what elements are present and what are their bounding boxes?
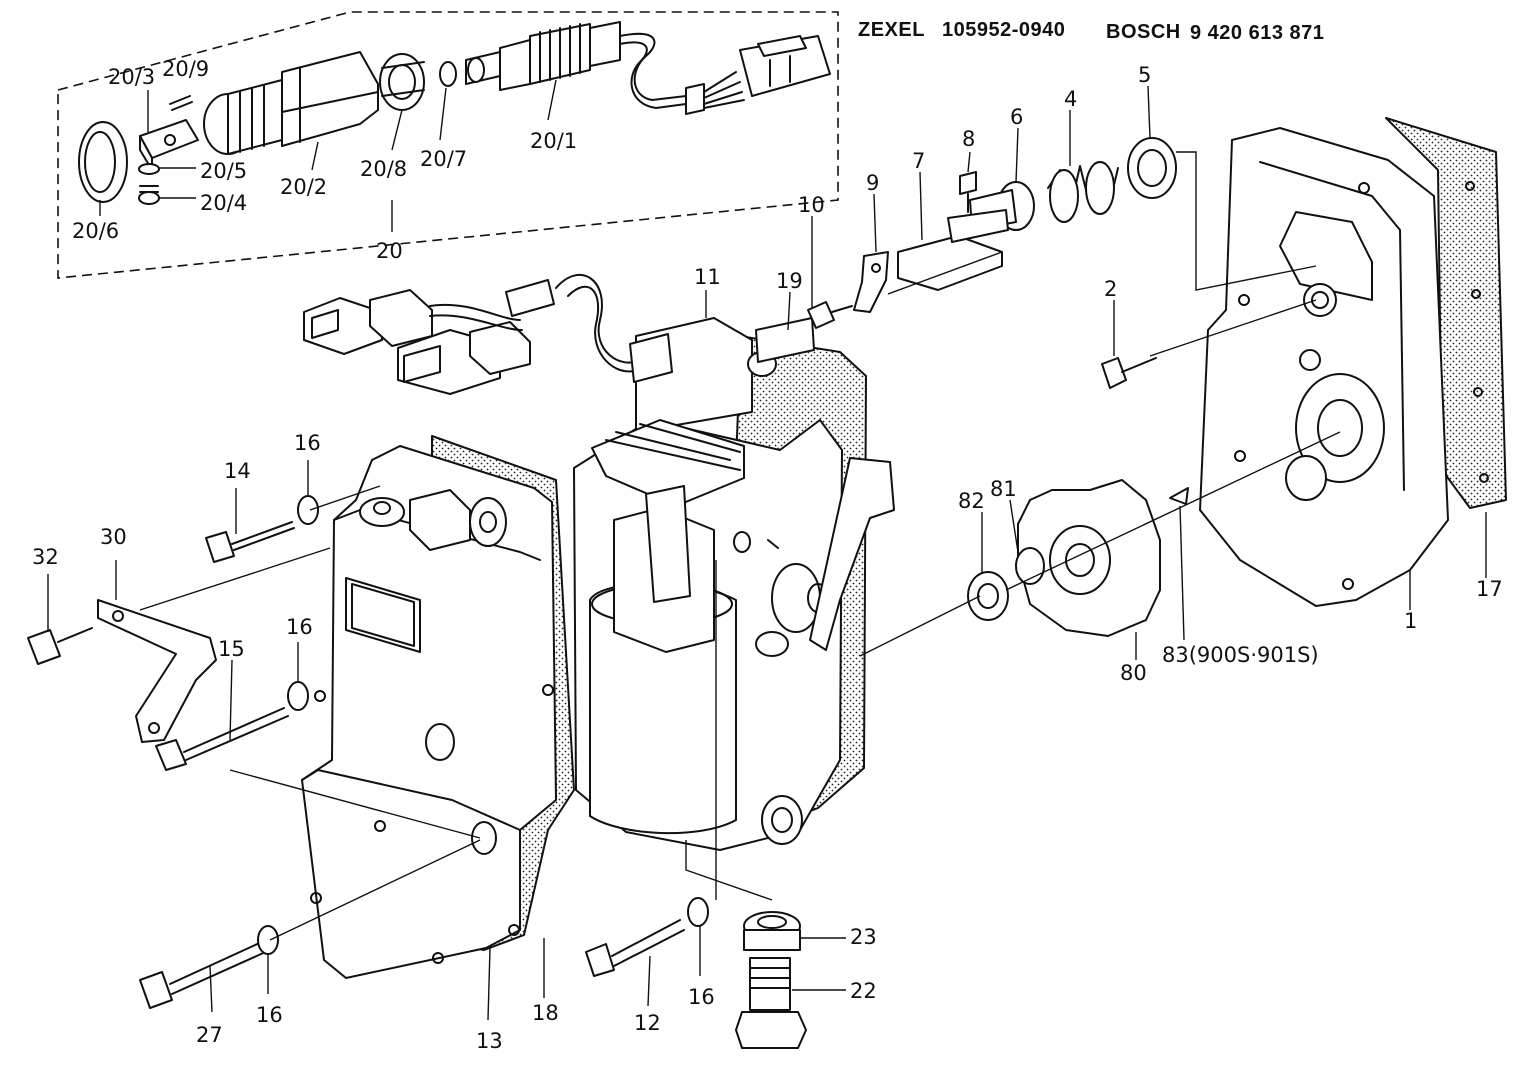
- zexel-label: ZEXEL: [858, 19, 925, 41]
- zexel-part-number: 105952-0940: [942, 19, 1065, 41]
- label-80: 80: [1120, 661, 1147, 685]
- connector-harness-11: [303, 274, 673, 395]
- bracket-7: [897, 209, 1009, 291]
- label-81: 81: [990, 477, 1017, 501]
- label-20-3: 20/3: [108, 65, 155, 89]
- label-20-2: 20/2: [280, 175, 327, 199]
- assembly-lines: [139, 151, 1341, 941]
- bolt-8: [959, 171, 977, 213]
- plug-22: [735, 957, 807, 1049]
- label-7: 7: [912, 149, 925, 173]
- label-20-5: 20/5: [200, 159, 247, 183]
- label-27: 27: [196, 1023, 223, 1047]
- pin-20-9: [169, 95, 193, 111]
- sensor-assembly-boundary: [57, 11, 839, 279]
- label-9: 9: [866, 171, 879, 195]
- lever-9: [853, 251, 889, 313]
- label-20-9: 20/9: [162, 57, 209, 81]
- bosch-label: BOSCH: [1106, 21, 1181, 43]
- sensor-body-20-2: [203, 51, 379, 155]
- leader-lines: [47, 79, 1487, 1021]
- label-12: 12: [634, 1011, 661, 1035]
- label-20-7: 20/7: [420, 147, 467, 171]
- label-20-1: 20/1: [530, 129, 577, 153]
- washer-20-5: [138, 163, 160, 175]
- ring-5: [1127, 137, 1177, 199]
- washer-20-7: [439, 61, 457, 87]
- label-5: 5: [1138, 63, 1151, 87]
- label-14: 14: [224, 459, 251, 483]
- callout-labels: 20/3 20/9 20/5 20/4 20/6 20/2 20/8 20/7 …: [32, 57, 1503, 1053]
- label-16-b: 16: [286, 615, 313, 639]
- label-15: 15: [218, 637, 245, 661]
- label-16-d: 16: [688, 985, 715, 1009]
- label-20-6: 20/6: [72, 219, 119, 243]
- bolt-32: [27, 627, 93, 665]
- nut-82: [967, 571, 1009, 621]
- label-16-a: 16: [294, 431, 321, 455]
- label-1: 1: [1404, 609, 1417, 633]
- seal-23: [743, 911, 801, 951]
- label-23: 23: [850, 925, 877, 949]
- label-83: 83(900S·901S): [1162, 643, 1319, 667]
- screw-10: [807, 301, 853, 329]
- cover-housing-13: [301, 435, 575, 979]
- label-20-8: 20/8: [360, 157, 407, 181]
- label-4: 4: [1064, 87, 1077, 111]
- label-22: 22: [850, 979, 877, 1003]
- rear-housing-1: [1199, 117, 1507, 607]
- label-8: 8: [962, 127, 975, 151]
- bolt-12: [585, 919, 685, 977]
- label-20: 20: [376, 239, 403, 263]
- washer-16-b: [287, 681, 309, 711]
- label-19: 19: [776, 269, 803, 293]
- bracket-30: [97, 599, 217, 743]
- sealing-ring-20-6: [78, 121, 128, 203]
- washer-16-d: [687, 897, 709, 927]
- label-16-c: 16: [256, 1003, 283, 1027]
- actuator-body: [573, 317, 895, 851]
- bosch-part-number: 9 420 613 871: [1190, 22, 1324, 44]
- label-11: 11: [694, 265, 721, 289]
- nut-20-8: [379, 53, 425, 111]
- washer-16-a: [297, 495, 319, 525]
- key-83: [1169, 487, 1189, 505]
- label-82: 82: [958, 489, 985, 513]
- speed-sensor-20-1: [465, 21, 831, 115]
- label-17: 17: [1476, 577, 1503, 601]
- label-13: 13: [476, 1029, 503, 1053]
- bolt-14: [205, 521, 295, 563]
- label-10: 10: [798, 193, 825, 217]
- label-2: 2: [1104, 277, 1117, 301]
- label-32: 32: [32, 545, 59, 569]
- label-6: 6: [1010, 105, 1023, 129]
- screw-20-4: [138, 185, 160, 205]
- label-20-4: 20/4: [200, 191, 247, 215]
- bolt-15: [155, 707, 289, 771]
- header: ZEXEL 105952-0940 BOSCH 9 420 613 871: [858, 19, 1324, 44]
- label-18: 18: [532, 1001, 559, 1025]
- label-30: 30: [100, 525, 127, 549]
- washer-16-c: [257, 925, 279, 955]
- spring-4: [1047, 161, 1119, 223]
- bolt-2: [1101, 357, 1157, 389]
- bolt-27: [139, 939, 271, 1009]
